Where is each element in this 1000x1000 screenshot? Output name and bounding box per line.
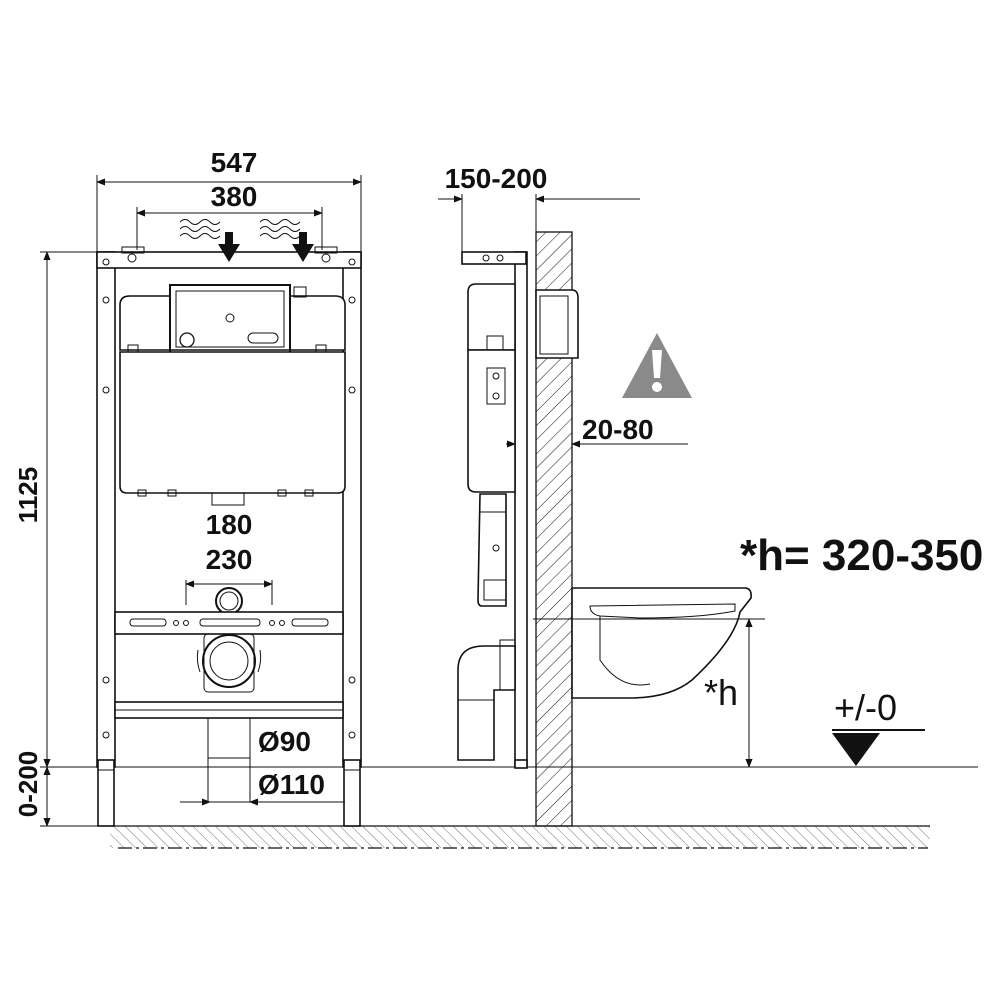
- floor-ground: [110, 825, 930, 849]
- dim-wall-gap: 20-80: [582, 414, 654, 445]
- floor-level-marker-icon: [832, 729, 925, 766]
- drain-outlet: [202, 634, 256, 688]
- side-drain-elbow: [457, 645, 516, 761]
- dim-width-mount: 380: [211, 181, 258, 212]
- side-frame-post: [514, 251, 528, 768]
- bowl-height-label: *h: [704, 672, 738, 713]
- foot-right: [343, 759, 361, 827]
- cistern-tank: [119, 351, 346, 494]
- dim-height-feet: 0-200: [13, 751, 43, 818]
- dim-pipe-small: Ø90: [258, 726, 311, 757]
- dim-drain-inner: 180: [206, 509, 253, 540]
- floor-level-label: +/-0: [834, 687, 897, 728]
- foot-left: [97, 759, 115, 827]
- dim-depth-range: 150-200: [445, 163, 548, 194]
- bowl-height-formula: *h= 320-350: [740, 531, 983, 580]
- side-cistern-upper: [467, 283, 516, 351]
- arrow-down-icon: [218, 232, 314, 262]
- cistern-upper-housing: [119, 284, 346, 351]
- dim-width-total: 547: [211, 147, 258, 178]
- frame-post-left: [96, 251, 116, 768]
- dim-drain-outer: 230: [206, 544, 253, 575]
- dimension-lines-side: [438, 194, 765, 768]
- frame-cross-rail: [114, 611, 344, 635]
- dimension-lines-front: [43, 175, 362, 827]
- warning-triangle-icon: [622, 333, 692, 398]
- drain-pipe: [207, 717, 251, 803]
- side-view: [457, 231, 752, 827]
- dim-pipe-large: Ø110: [258, 769, 325, 800]
- side-flush-pipe: [477, 493, 507, 607]
- water-inlet-icon: [179, 219, 301, 239]
- side-cistern-tank: [467, 349, 516, 493]
- flush-plate: [535, 289, 579, 359]
- dim-height-total: 1125: [13, 467, 43, 523]
